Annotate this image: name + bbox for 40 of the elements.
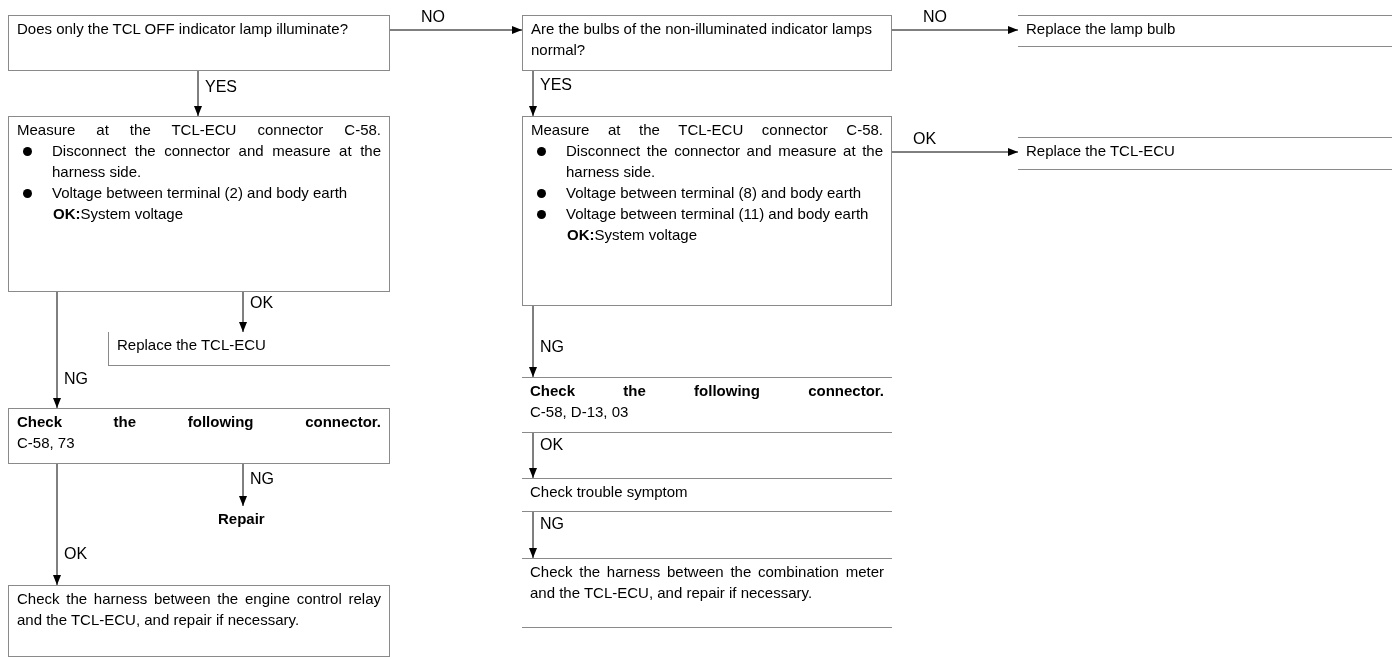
step-box — [522, 15, 892, 71]
arrow — [239, 463, 247, 507]
bullet-text: Voltage between terminal (2) and body earth — [52, 183, 348, 203]
step-text: Replace the TCL-ECU — [1026, 141, 1176, 161]
step-box — [8, 408, 390, 464]
arrow — [891, 148, 1019, 156]
step-text: Replace the lamp bulb — [1026, 19, 1177, 39]
step-text: C-58, 73 — [17, 433, 76, 453]
step-text: C-58, D-13, 03 — [530, 402, 630, 422]
bullet-text: Disconnect the connector and measure at the harness side. — [566, 141, 883, 182]
step-box — [8, 585, 390, 657]
arrow — [529, 305, 537, 378]
bullet-text: Disconnect the connector and measure at the harness side. — [52, 141, 381, 182]
expected-result-text: OK:System voltage — [52, 204, 185, 224]
bullet-text: Voltage between terminal (8) and body earth — [566, 183, 862, 203]
step-text: Check trouble symptom — [530, 482, 689, 502]
bullet-text: Voltage between terminal (11) and body earth — [566, 204, 869, 224]
arrow — [529, 70, 537, 117]
instruction-text: Measure at the TCL-ECU connector C-58. — [531, 120, 883, 140]
step-text: Does only the TCL OFF indicator lamp illuminate? — [17, 19, 349, 39]
instruction-text: Measure at the TCL-ECU connector C-58. — [17, 120, 381, 140]
step-text: Replace the TCL-ECU — [117, 335, 267, 355]
step-box — [522, 116, 892, 306]
arrow — [194, 70, 202, 117]
arrow — [529, 432, 537, 479]
arrow — [239, 291, 247, 333]
arrow — [529, 511, 537, 559]
step-box — [8, 116, 390, 292]
step-text: Check the harness between the engine control relay and the TCL-ECU, and repair if necessary. — [17, 589, 381, 630]
check-heading: Check the following connector. — [530, 381, 884, 401]
arrow — [53, 463, 61, 586]
arrow — [389, 26, 523, 34]
check-heading: Check the following connector. — [17, 412, 381, 432]
step-text: Repair — [218, 509, 266, 529]
expected-result-text: OK:System voltage — [566, 225, 699, 245]
arrow — [891, 26, 1019, 34]
step-box — [8, 15, 390, 71]
step-text: Check the harness between the combination meter and the TCL-ECU, and repair if necessary. — [530, 562, 884, 603]
arrow — [53, 291, 61, 409]
step-text: Are the bulbs of the non-illuminated indicator lamps normal? — [531, 19, 874, 60]
